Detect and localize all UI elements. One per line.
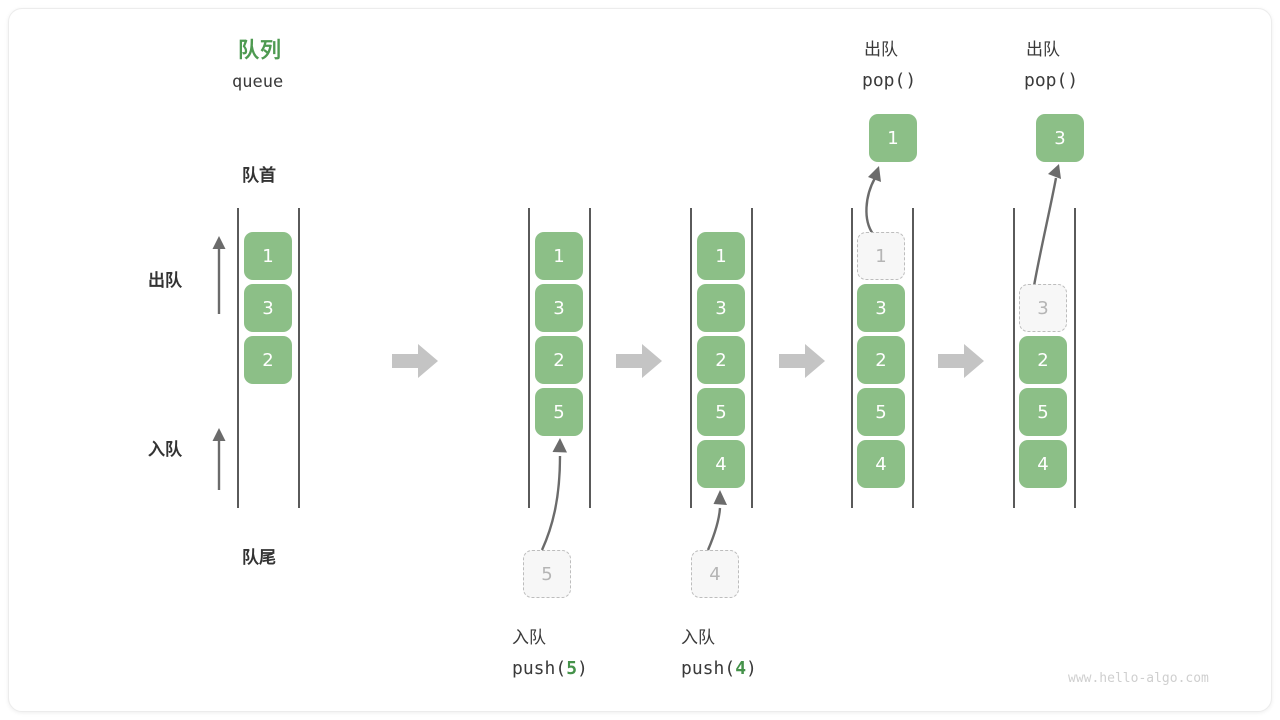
- push5-caption-code: push(5): [512, 658, 588, 679]
- queue-rail-left-c2: [528, 208, 530, 508]
- incoming-element-ghost: 5: [523, 550, 571, 598]
- queue-back-label: 队尾: [242, 548, 276, 568]
- queue-cell: 2: [1019, 336, 1067, 384]
- incoming-element-ghost: 4: [691, 550, 739, 598]
- queue-rail-right-c4: [912, 208, 914, 508]
- push4-caption-code: push(4): [681, 658, 757, 679]
- popped-element: 3: [1036, 114, 1084, 162]
- up-arrow-icon-dequeue: [212, 236, 226, 314]
- curved-up-arrow-icon-pop1: [865, 166, 881, 235]
- queue-rail-left-c5: [1013, 208, 1015, 508]
- right-block-arrow-icon: [938, 344, 984, 378]
- push4-code-prefix: push(: [681, 658, 736, 679]
- queue-cell: 2: [535, 336, 583, 384]
- queue-cell: 5: [697, 388, 745, 436]
- curved-up-arrow-icon-push5: [540, 438, 567, 551]
- push5-code-prefix: push(: [512, 658, 567, 679]
- queue-cell: 2: [857, 336, 905, 384]
- enqueue-direction-label: 入队: [148, 440, 182, 460]
- queue-rail-left-c1: [237, 208, 239, 508]
- queue-cell: 2: [244, 336, 292, 384]
- right-block-arrow-icon: [392, 344, 438, 378]
- queue-cell: 1: [535, 232, 583, 280]
- queue-rail-left-c4: [851, 208, 853, 508]
- queue-cell: 3: [535, 284, 583, 332]
- queue-front-label: 队首: [242, 166, 276, 186]
- queue-rail-left-c3: [690, 208, 692, 508]
- queue-cell: 3: [697, 284, 745, 332]
- pop3-caption-cn: 出队: [1026, 40, 1060, 60]
- push5-code-arg: 5: [566, 658, 578, 679]
- queue-cell-ghost: 3: [1019, 284, 1067, 332]
- queue-cell: 4: [857, 440, 905, 488]
- queue-cell: 1: [244, 232, 292, 280]
- queue-rail-right-c1: [298, 208, 300, 508]
- right-block-arrow-icon: [779, 344, 825, 378]
- watermark: www.hello-algo.com: [1068, 671, 1209, 686]
- queue-cell: 4: [1019, 440, 1067, 488]
- queue-cell: 3: [244, 284, 292, 332]
- push4-code-suffix: ): [746, 658, 757, 679]
- dequeue-direction-label: 出队: [148, 271, 182, 291]
- queue-rail-right-c5: [1074, 208, 1076, 508]
- pop1-caption-code: pop(): [862, 70, 917, 91]
- push5-code-suffix: ): [577, 658, 588, 679]
- queue-cell: 5: [1019, 388, 1067, 436]
- curved-up-arrow-icon-pop3: [1032, 164, 1061, 287]
- queue-cell: 5: [857, 388, 905, 436]
- push5-caption-cn: 入队: [512, 628, 546, 648]
- up-arrow-icon-enqueue: [212, 428, 226, 490]
- queue-cell-new: 4: [697, 440, 745, 488]
- popped-element: 1: [869, 114, 917, 162]
- queue-rail-right-c2: [589, 208, 591, 508]
- queue-cell-new: 5: [535, 388, 583, 436]
- push4-code-arg: 4: [735, 658, 747, 679]
- queue-cell: 2: [697, 336, 745, 384]
- curved-up-arrow-icon-push4: [706, 490, 727, 551]
- queue-cell: 3: [857, 284, 905, 332]
- pop3-caption-code: pop(): [1024, 70, 1079, 91]
- queue-rail-right-c3: [751, 208, 753, 508]
- push4-caption-cn: 入队: [681, 628, 715, 648]
- queue-cell: 1: [697, 232, 745, 280]
- pop1-caption-cn: 出队: [864, 40, 898, 60]
- diagram-title-en: queue: [232, 72, 284, 92]
- diagram-title-cn: 队列: [238, 38, 282, 62]
- right-block-arrow-icon: [616, 344, 662, 378]
- queue-cell-ghost: 1: [857, 232, 905, 280]
